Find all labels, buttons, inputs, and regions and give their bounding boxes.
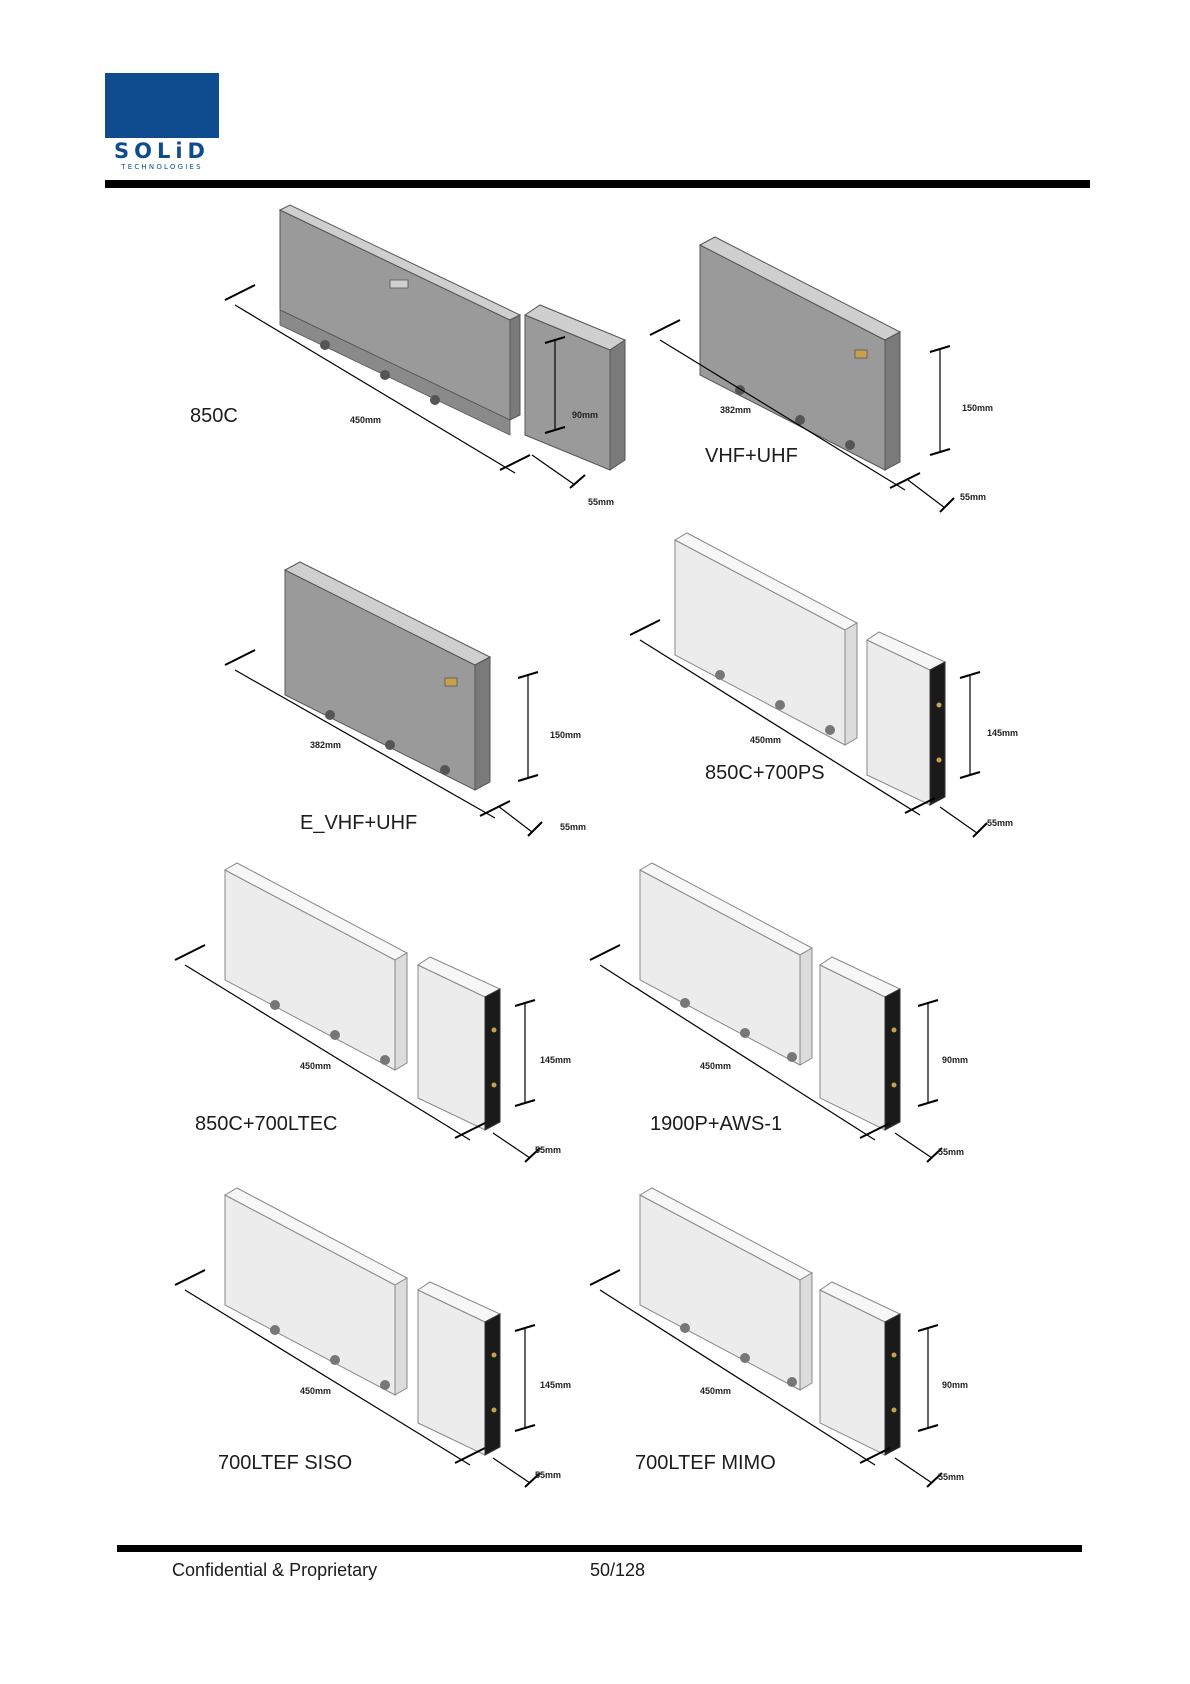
product-label: 700LTEF MIMO (635, 1452, 776, 1475)
height-dimension: 150mm (962, 403, 993, 413)
length-dimension: 450mm (300, 1061, 331, 1071)
product-label: 850C (190, 405, 238, 428)
page-number: 50/128 (590, 1560, 645, 1581)
length-dimension: 450mm (300, 1386, 331, 1396)
logo-subtitle: TECHNOLOGIES (105, 163, 219, 171)
depth-dimension: 55mm (938, 1147, 964, 1157)
depth-dimension: 55mm (938, 1472, 964, 1482)
length-dimension: 450mm (700, 1386, 731, 1396)
depth-dimension: 55mm (588, 497, 614, 507)
enclosure-drawing-vhf-uhf (640, 240, 1020, 530)
length-dimension: 450mm (350, 415, 381, 425)
depth-dimension: 55mm (535, 1470, 561, 1480)
product-label: 850C+700LTEC (195, 1113, 338, 1136)
solid-logo: SOLiD TECHNOLOGIES (105, 73, 219, 171)
length-dimension: 450mm (700, 1061, 731, 1071)
height-dimension: 150mm (550, 730, 581, 740)
product-figure-850c-700ltec: 850C+700LTEC 450mm 145mm 55mm (160, 865, 580, 1175)
height-dimension: 90mm (942, 1055, 968, 1065)
header-rule (105, 180, 1090, 188)
product-label: E_VHF+UHF (300, 812, 417, 835)
depth-dimension: 55mm (535, 1145, 561, 1155)
length-dimension: 450mm (750, 735, 781, 745)
product-figure-vhf-uhf: VHF+UHF 382mm 150mm 55mm (640, 240, 1020, 530)
footer-confidential: Confidential & Proprietary (172, 1560, 377, 1581)
height-dimension: 145mm (540, 1380, 571, 1390)
product-figure-700ltef-mimo: 700LTEF MIMO 450mm 90mm 55mm (580, 1190, 1000, 1500)
depth-dimension: 55mm (987, 818, 1013, 828)
height-dimension: 90mm (572, 410, 598, 420)
enclosure-drawing-850c-700ps (615, 535, 1035, 855)
height-dimension: 90mm (942, 1380, 968, 1390)
product-label: VHF+UHF (705, 445, 798, 468)
product-figure-850c: 850C 450mm 90mm 55mm (180, 205, 620, 525)
product-figure-700ltef-siso: 700LTEF SISO 450mm 145mm 55mm (160, 1190, 580, 1500)
depth-dimension: 55mm (560, 822, 586, 832)
footer-rule (117, 1545, 1082, 1552)
product-figure-e-vhf-uhf: E_VHF+UHF 382mm 150mm 55mm (220, 560, 600, 850)
product-label: 1900P+AWS-1 (650, 1113, 782, 1136)
logo-wordmark: SOLiD (105, 139, 219, 163)
depth-dimension: 55mm (960, 492, 986, 502)
enclosure-drawing-e-vhf-uhf (220, 560, 600, 850)
product-label: 700LTEF SISO (218, 1452, 352, 1475)
height-dimension: 145mm (540, 1055, 571, 1065)
enclosure-drawing-850c (180, 205, 620, 525)
product-label: 850C+700PS (705, 762, 825, 785)
product-figure-1900p-aws-1: 1900P+AWS-1 450mm 90mm 55mm (580, 865, 1000, 1175)
enclosure-drawing-1900p-aws-1 (580, 865, 1000, 1175)
logo-blue-block (105, 73, 219, 138)
length-dimension: 382mm (310, 740, 341, 750)
length-dimension: 382mm (720, 405, 751, 415)
product-figure-850c-700ps: 850C+700PS 450mm 145mm 55mm (615, 535, 1035, 855)
height-dimension: 145mm (987, 728, 1018, 738)
